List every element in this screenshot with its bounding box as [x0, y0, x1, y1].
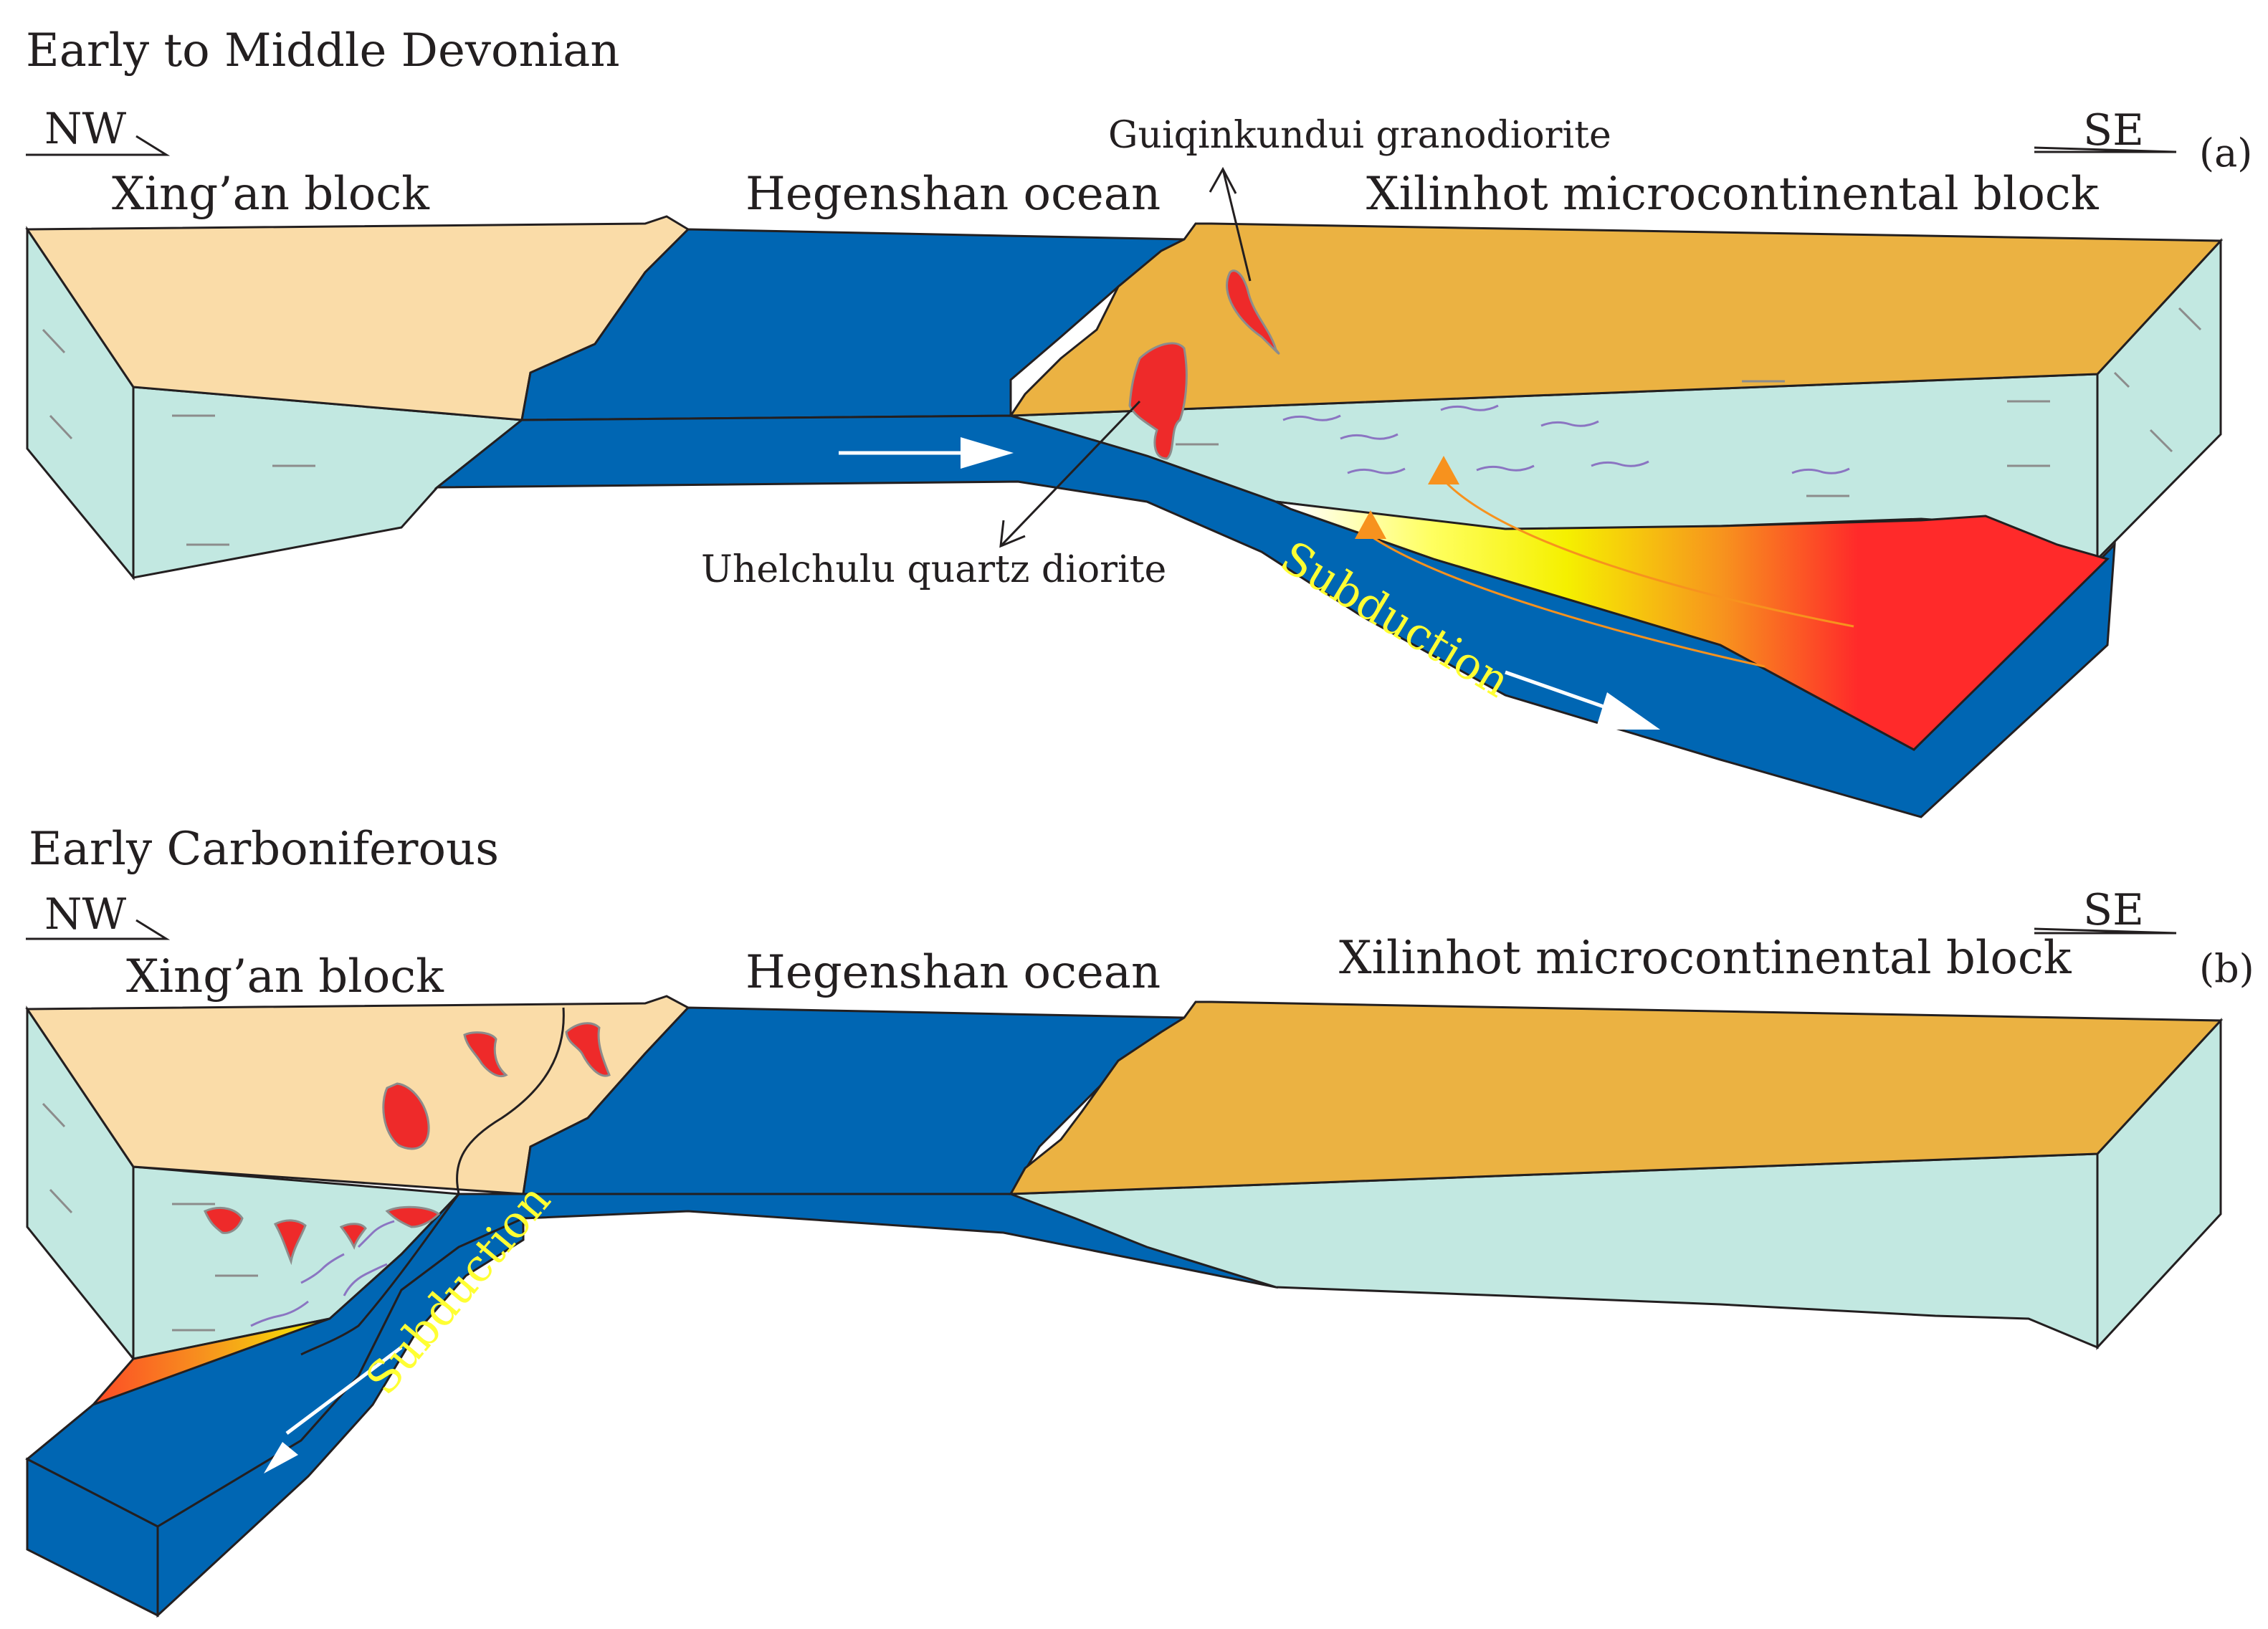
arrowhead-icon	[1428, 456, 1459, 484]
crust-hatching-b	[42, 1102, 258, 1332]
uhelchulu-quartz-diorite-pluton	[1128, 342, 1188, 460]
xilinhot-block-top	[1009, 222, 2224, 417]
fluid-flow-arrows	[1355, 456, 1854, 668]
svg-text:SE: SE	[2083, 885, 2144, 935]
arrow-left-icon	[592, 1215, 645, 1247]
fluid-veins-b	[250, 1220, 395, 1327]
arrow-right-icon	[1596, 692, 1660, 730]
svg-text:NW: NW	[44, 889, 127, 940]
plate-motion-arrows-a	[839, 437, 1660, 730]
magma-zone-a	[1275, 500, 2110, 751]
fault-line	[300, 1193, 460, 1356]
label-uhelchulu-quartz-diorite: Uhelchulu quartz diorite	[701, 548, 1166, 591]
fluid-veins	[1282, 404, 1850, 474]
arrow-left-icon	[264, 1442, 298, 1473]
fault-line	[456, 1007, 565, 1195]
direction-arrow-icon	[26, 135, 171, 156]
label-guiqinkundui-granodiorite: Guiqinkundui granodiorite	[1108, 114, 1611, 157]
plate-motion-arrows-b	[264, 1215, 796, 1473]
panel-a: Early to Middle Devonian (a) NW SE	[25, 24, 2252, 818]
label-xingan-block-b: Xing’an block	[126, 950, 444, 1003]
panel-b-direction-nw: NW	[26, 889, 171, 940]
panel-b-title: Early Carboniferous	[29, 823, 499, 876]
direction-arrow-icon	[2034, 146, 2177, 153]
label-xilinhot-block-b: Xilinhot microcontinental block	[1339, 932, 2072, 985]
guiqinkundui-granodiorite-pluton	[1226, 269, 1280, 355]
panel-b: Early Carboniferous (b) NW SE	[25, 823, 2254, 1618]
panel-b-tag: (b)	[2199, 946, 2254, 991]
plutons-b	[204, 1022, 611, 1266]
svg-text:SE: SE	[2083, 105, 2144, 156]
label-hegenshan-ocean-a: Hegenshan ocean	[745, 168, 1161, 221]
arrow-right-icon	[961, 437, 1014, 469]
svg-text:NW: NW	[44, 104, 127, 154]
label-xilinhot-block-a: Xilinhot microcontinental block	[1366, 168, 2100, 221]
panel-a-title: Early to Middle Devonian	[26, 24, 620, 77]
panel-a-tag: (a)	[2199, 130, 2252, 176]
arrowhead-icon	[1355, 510, 1386, 539]
direction-arrow-icon	[2034, 927, 2177, 935]
label-xingan-block-a: Xing’an block	[112, 168, 430, 221]
label-leaders-a	[999, 166, 1252, 548]
panel-b-direction-se: SE	[2034, 885, 2177, 935]
panel-a-direction-se: SE	[2034, 105, 2177, 156]
direction-arrow-icon	[26, 919, 171, 940]
label-hegenshan-ocean-b: Hegenshan ocean	[745, 946, 1161, 999]
crust-hatching	[42, 307, 2202, 546]
xilinhot-block-top-b	[1009, 1000, 2224, 1195]
oceanic-slab-edge-b	[156, 1216, 525, 1618]
panel-a-direction-nw: NW	[26, 104, 171, 156]
